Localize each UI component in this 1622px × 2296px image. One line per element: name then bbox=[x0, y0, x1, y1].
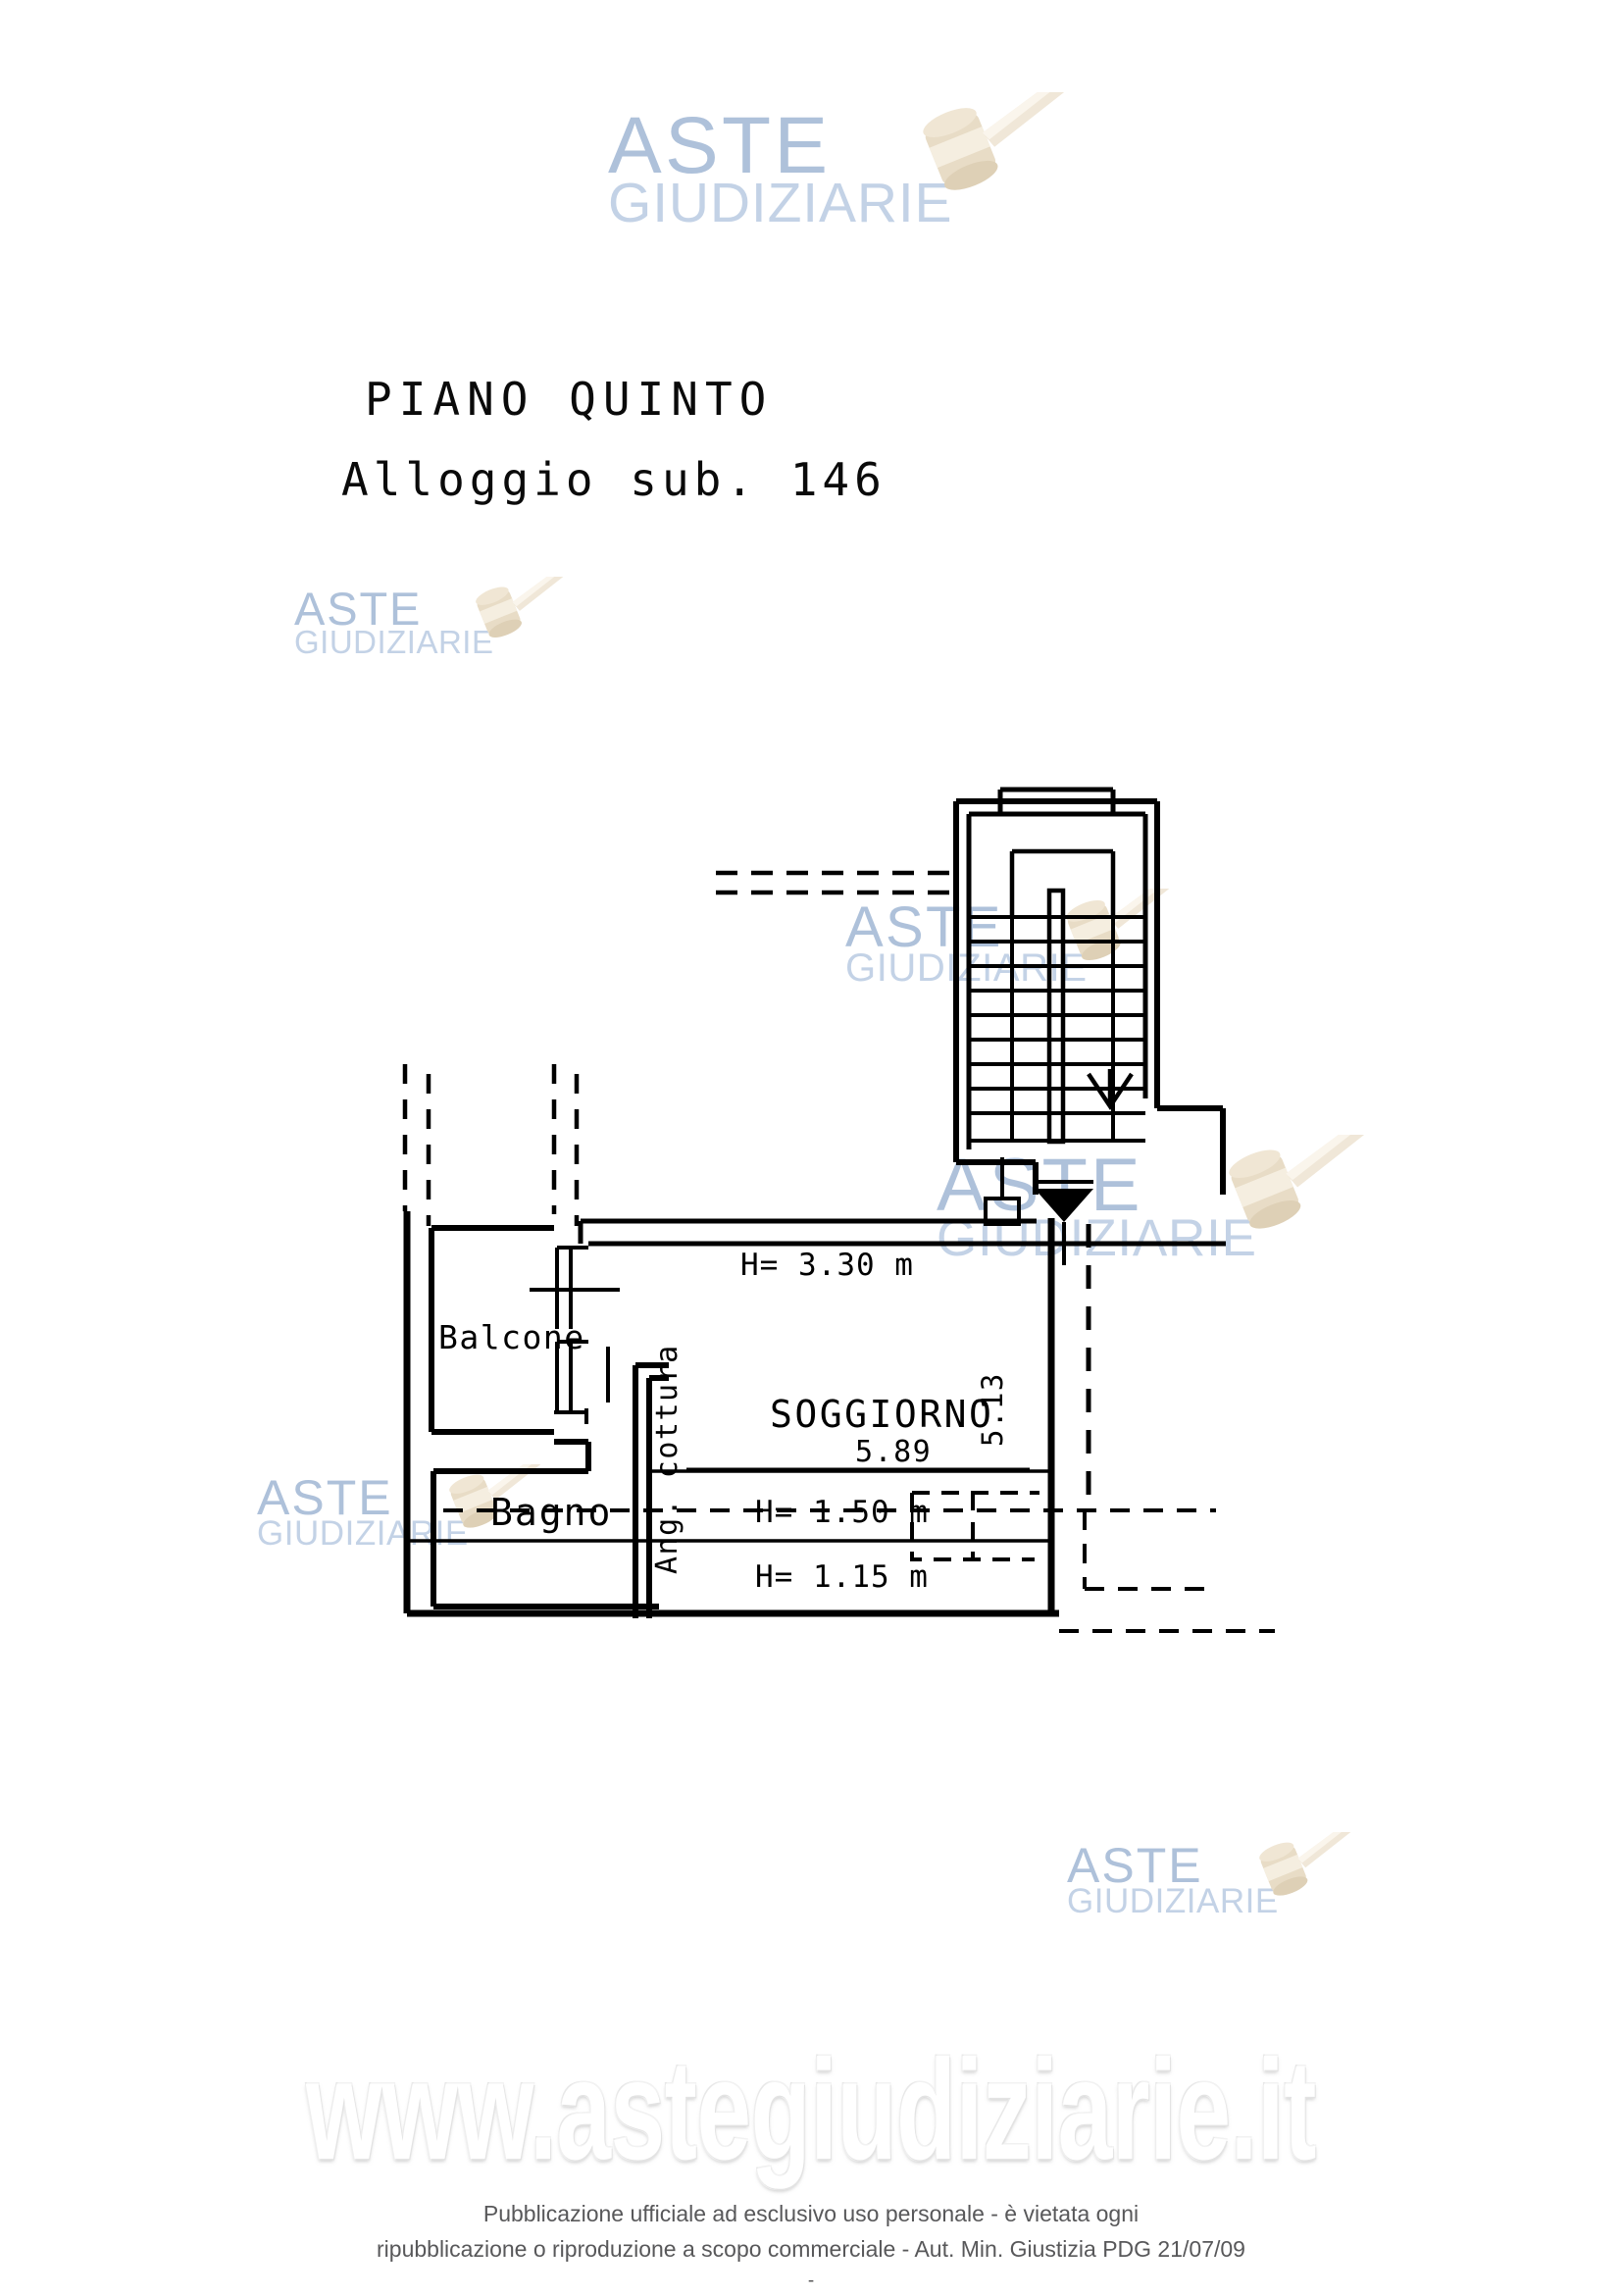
dashed-ceiling-boundaries bbox=[443, 1508, 1275, 1633]
page-subtitle: Alloggio sub. 146 bbox=[341, 453, 887, 506]
bagno-walls bbox=[431, 1439, 659, 1609]
stairwell bbox=[953, 787, 1160, 1162]
page-title: PIANO QUINTO bbox=[365, 373, 774, 426]
dashed-section-lines bbox=[402, 1064, 580, 1226]
dimension-width-soggiorno: 5.89 bbox=[855, 1435, 932, 1469]
appliance-outline bbox=[910, 1491, 1039, 1561]
ceiling-height-low: H= 1.15 m bbox=[755, 1559, 929, 1595]
soggiorno-top-walls bbox=[578, 1218, 1226, 1247]
room-label-bagno: Bagno bbox=[490, 1491, 612, 1534]
ang-cottura-partition bbox=[633, 1362, 669, 1618]
apartment-outer-walls bbox=[403, 1211, 1059, 1617]
room-label-ang-cottura: Ang. cottura bbox=[650, 1344, 684, 1574]
dashed-guide-lines-left bbox=[716, 870, 961, 895]
balcone-walls bbox=[429, 1225, 554, 1435]
ceiling-height-mid: H= 1.50 m bbox=[755, 1495, 929, 1530]
room-label-soggiorno: SOGGIORNO bbox=[770, 1393, 993, 1436]
footer-disclaimer: Pubblicazione ufficiale ad esclusivo uso… bbox=[0, 2197, 1622, 2296]
dimension-height-soggiorno: 5.13 bbox=[976, 1372, 1009, 1447]
level-marker-icon bbox=[984, 1157, 1093, 1265]
footer-line-1: Pubblicazione ufficiale ad esclusivo uso… bbox=[482, 2201, 1140, 2226]
room-label-balcone: Balcone bbox=[438, 1318, 585, 1356]
ceiling-zone-lines bbox=[407, 1469, 1051, 1543]
stair-direction-arrow bbox=[1087, 1069, 1134, 1111]
ceiling-height-main: H= 3.30 m bbox=[740, 1248, 914, 1283]
footer-line-3: - bbox=[807, 2270, 815, 2292]
balcone-door-frame bbox=[530, 1246, 620, 1424]
footer-line-2: ripubblicazione o riproduzione a scopo c… bbox=[377, 2235, 1245, 2262]
